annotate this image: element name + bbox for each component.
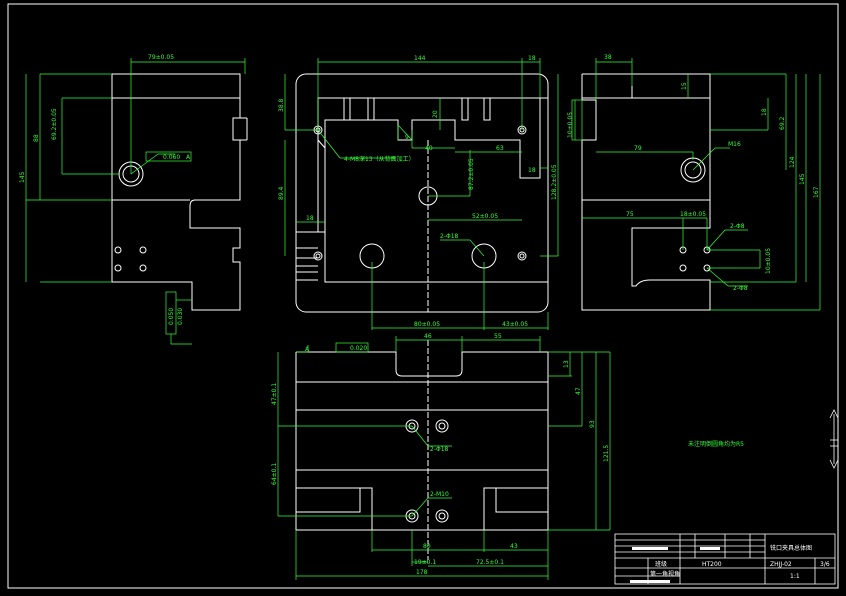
front-view-dims — [284, 58, 559, 330]
front-dim-80: 80±0.05 — [414, 321, 440, 328]
front-note-m8: 4-M8深13（从背面加工） — [344, 155, 415, 163]
front-dim-52: 52±0.05 — [472, 213, 498, 220]
left-dim-69: 69.2±0.05 — [51, 108, 58, 140]
bottom-dim-46: 46 — [424, 333, 432, 340]
left-dim-tol2: 0.050 — [168, 308, 175, 325]
title-block-title: 铣口夹具总体图 — [770, 544, 812, 552]
right-dim-69: 69.2 — [779, 116, 786, 130]
front-dim-18b: 18 — [528, 167, 536, 174]
bottom-dim-47tol: 47±0.1 — [271, 383, 278, 405]
bottom-note-m10: 2-M10 — [430, 491, 449, 498]
right-note-m16: M16 — [728, 141, 741, 148]
front-view — [295, 73, 549, 313]
left-datum-a: A — [186, 154, 191, 161]
right-note-phi8b: 2-Φ8 — [733, 285, 748, 292]
front-dim-89: 89.4 — [278, 186, 285, 200]
front-dim-18a: 18 — [528, 55, 536, 62]
right-dim-18: 18 — [761, 108, 768, 116]
front-dim-9: 9 — [405, 134, 409, 141]
general-note: 未注明倒圆角均为R5 — [688, 440, 744, 448]
right-note-phi8a: 2-Φ8 — [730, 223, 745, 230]
front-dim-43: 43±0.05 — [502, 321, 528, 328]
bottom-datum-a: A — [305, 346, 310, 353]
title-block-material: HT200 — [702, 561, 722, 568]
bottom-dim-55: 55 — [494, 333, 502, 340]
left-view — [111, 73, 248, 311]
right-dim-10tol: 10±0.05 — [765, 248, 772, 274]
right-dim-38: 38 — [604, 54, 612, 61]
front-note-phi18: 2-Φ18 — [440, 233, 459, 240]
front-dim-40: 40 — [425, 145, 433, 152]
bottom-dim-43: 43 — [510, 543, 518, 550]
title-block-scale: 1:1 — [790, 573, 800, 580]
front-dim-144: 144 — [414, 55, 426, 62]
right-dim-10: 10±0.05 — [567, 112, 574, 138]
bottom-dim-tol: 0.020 — [350, 345, 367, 352]
sheet-border — [7, 3, 839, 589]
left-dim-79: 79±0.05 — [148, 54, 174, 61]
right-dim-18tol: 18±0.05 — [680, 211, 706, 218]
front-dim-63: 63 — [496, 145, 504, 152]
title-block-sheet: 3/6 — [820, 561, 830, 568]
bottom-dim-121: 121.5 — [603, 445, 610, 462]
right-view — [581, 73, 711, 311]
bottom-dim-47: 47 — [575, 387, 582, 395]
title-block — [614, 533, 836, 585]
title-block-code: ZHJJ-02 — [770, 561, 792, 568]
title-block-fills — [630, 547, 720, 583]
right-dim-124: 124 — [789, 156, 796, 168]
right-dim-15: 15 — [681, 82, 688, 90]
edge-markers — [829, 409, 839, 469]
right-dim-75: 75 — [626, 211, 634, 218]
bottom-dim-19: 19±0.1 — [414, 559, 436, 566]
front-dim-18c: 18 — [306, 215, 314, 222]
bottom-dim-80: 80 — [423, 543, 431, 550]
title-block-row1: 班级 — [655, 560, 667, 568]
front-dim-87: 87.2±0.05 — [468, 158, 475, 190]
right-dim-167: 167 — [813, 186, 820, 198]
front-dim-38: 38.8 — [278, 98, 285, 112]
left-dim-88: 88 — [33, 134, 40, 142]
right-view-dims — [571, 58, 821, 311]
left-view-dims — [25, 58, 246, 345]
bottom-note-phi18: 2-Φ18 — [430, 446, 449, 453]
left-dim-tol: 0.060 — [163, 154, 180, 161]
left-dim-145: 145 — [19, 171, 26, 183]
bottom-view — [295, 340, 549, 560]
right-dim-145: 145 — [799, 173, 806, 185]
front-dim-128: 128.2±0.05 — [551, 164, 558, 200]
bottom-view-dims — [277, 336, 611, 580]
left-dim-tol3: 0.030 — [177, 308, 184, 325]
bottom-dim-93: 93 — [589, 420, 596, 428]
bottom-dim-178: 178 — [416, 569, 428, 576]
right-dim-79: 79 — [634, 145, 642, 152]
bottom-dim-13: 13 — [563, 360, 570, 368]
front-dim-20: 20 — [432, 110, 439, 118]
title-block-row2: 第一角视角 — [650, 570, 680, 578]
bottom-dim-72: 72.5±0.1 — [476, 559, 504, 566]
bottom-dim-64: 64±0.1 — [271, 463, 278, 485]
